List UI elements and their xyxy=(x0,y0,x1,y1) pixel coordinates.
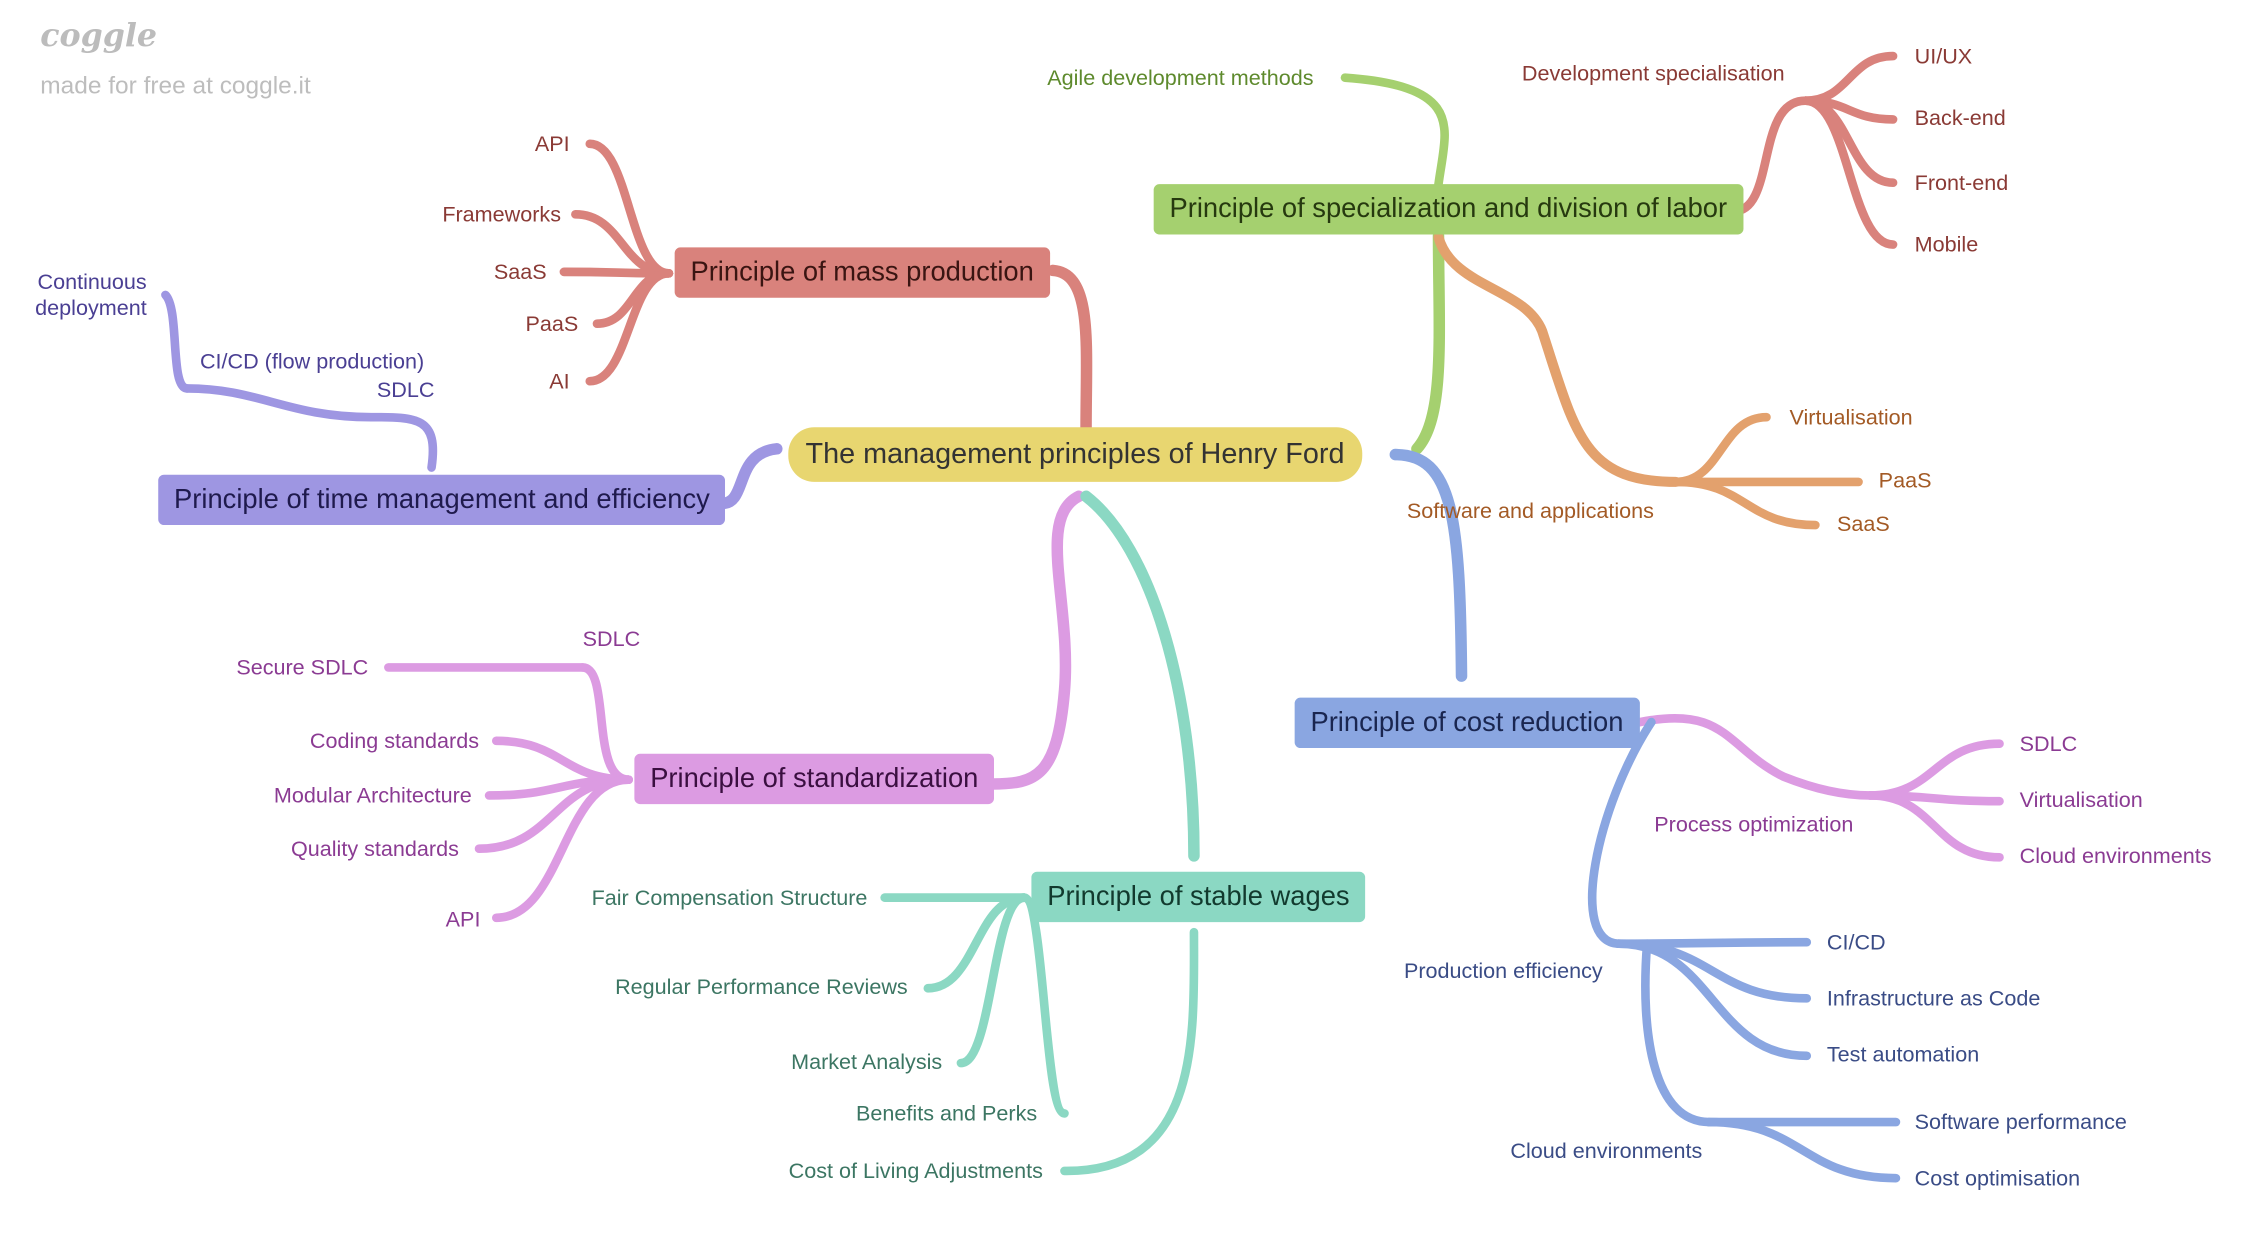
wages-performance-reviews[interactable]: Regular Performance Reviews xyxy=(615,975,908,1000)
wages-benefits-perks[interactable]: Benefits and Perks xyxy=(856,1101,1038,1127)
link-root-time xyxy=(716,443,783,510)
mass-item-saas[interactable]: SaaS xyxy=(493,260,547,285)
link-software xyxy=(1433,232,1681,487)
time-sdlc[interactable]: SDLC xyxy=(376,378,435,403)
std-modular-architecture[interactable]: Modular Architecture xyxy=(273,783,472,809)
cloud-cost-optimisation[interactable]: Cost optimisation xyxy=(1914,1166,2081,1192)
std-quality-standards[interactable]: Quality standards xyxy=(290,837,459,862)
link-std-3 xyxy=(491,775,633,923)
link-std-sdlc xyxy=(578,663,633,784)
tagline: made for free at coggle.it xyxy=(40,71,311,100)
production-iac[interactable]: Infrastructure as Code xyxy=(1826,986,2041,1012)
link-root-mass xyxy=(1047,264,1093,433)
software-saas[interactable]: SaaS xyxy=(1836,512,1890,537)
time-management-node[interactable]: Principle of time management and efficie… xyxy=(158,474,726,526)
link-production xyxy=(1588,717,1656,948)
mass-production-node[interactable]: Principle of mass production xyxy=(674,247,1050,298)
process-sdlc[interactable]: SDLC xyxy=(2019,732,2078,757)
software-virtualisation[interactable]: Virtualisation xyxy=(1789,405,1913,431)
cost-reduction-node[interactable]: Principle of cost reduction xyxy=(1294,697,1640,749)
wages-cost-of-living[interactable]: Cost of Living Adjustments xyxy=(788,1159,1043,1184)
specialization-node[interactable]: Principle of specialization and division… xyxy=(1153,184,1743,235)
link-dev-spec-item-0 xyxy=(1801,51,1898,106)
link-cloud xyxy=(1641,939,1714,1127)
dev-spec-label[interactable]: Development specialisation xyxy=(1521,61,1785,87)
wages-fair-compensation[interactable]: Fair Compensation Structure xyxy=(591,886,868,911)
link-root-wages xyxy=(1080,490,1200,862)
link-wages-1 xyxy=(956,893,1029,1068)
link-root-standardization xyxy=(986,490,1085,790)
production-test-automation[interactable]: Test automation xyxy=(1826,1042,1980,1068)
wages-market-analysis[interactable]: Market Analysis xyxy=(791,1050,943,1075)
process-optimization-label[interactable]: Process optimization xyxy=(1654,812,1854,838)
process-cloud[interactable]: Cloud environments xyxy=(2019,844,2212,869)
dev-spec-uiux[interactable]: UI/UX xyxy=(1914,44,1973,70)
time-continuous-deployment[interactable]: Continuous deployment xyxy=(35,270,147,322)
agile-label[interactable]: Agile development methods xyxy=(1047,66,1314,91)
software-label[interactable]: Software and applications xyxy=(1406,499,1654,524)
stable-wages-node[interactable]: Principle of stable wages xyxy=(1031,871,1366,923)
coggle-logo: coggle xyxy=(40,17,158,55)
cloud-software-performance[interactable]: Software performance xyxy=(1914,1110,2127,1135)
link-process-item-0 xyxy=(1865,739,2004,800)
std-api[interactable]: API xyxy=(445,907,481,933)
link-time-continuous xyxy=(161,290,192,393)
link-wages-2 xyxy=(1019,893,1069,1118)
standardization-node[interactable]: Principle of standardization xyxy=(634,753,995,805)
dev-spec-frontend[interactable]: Front-end xyxy=(1914,171,2009,196)
production-cicd[interactable]: CI/CD xyxy=(1826,930,1886,956)
link-process xyxy=(1635,713,1875,800)
link-mass-4 xyxy=(585,268,674,386)
root-node[interactable]: The management principles of Henry Ford xyxy=(788,427,1362,482)
link-agile xyxy=(1340,73,1449,189)
dev-spec-mobile[interactable]: Mobile xyxy=(1914,233,1979,258)
mass-item-ai[interactable]: AI xyxy=(549,369,570,395)
link-wages-0 xyxy=(923,893,1029,993)
std-secure-sdlc[interactable]: Secure SDLC xyxy=(236,655,369,681)
link-software-item-2 xyxy=(1671,477,1820,530)
std-sdlc[interactable]: SDLC xyxy=(582,627,641,652)
link-process-item-2 xyxy=(1865,791,2004,862)
process-virtualisation[interactable]: Virtualisation xyxy=(2019,788,2143,813)
time-continuous-line1: Continuous xyxy=(37,270,147,295)
time-continuous-line2: deployment xyxy=(35,296,147,321)
link-root-cost xyxy=(1389,448,1468,682)
cloud-environments-label[interactable]: Cloud environments xyxy=(1510,1139,1703,1164)
dev-spec-backend[interactable]: Back-end xyxy=(1914,106,2006,131)
link-wages-4 xyxy=(1060,927,1199,1176)
time-cicd[interactable]: CI/CD (flow production) xyxy=(199,349,425,375)
link-cloud-item-1 xyxy=(1704,1117,1901,1183)
mass-item-api[interactable]: API xyxy=(534,132,570,157)
link-software-item-0 xyxy=(1671,412,1771,487)
mass-item-frameworks[interactable]: Frameworks xyxy=(442,202,562,228)
link-root-specialization xyxy=(1411,230,1446,455)
link-dev-spec-item-3 xyxy=(1801,96,1898,249)
link-time-cicd xyxy=(182,384,438,472)
std-coding-standards[interactable]: Coding standards xyxy=(309,729,480,754)
production-efficiency-label[interactable]: Production efficiency xyxy=(1403,959,1603,984)
mass-item-paas[interactable]: PaaS xyxy=(525,312,579,337)
link-dev-spec xyxy=(1729,96,1810,216)
software-paas[interactable]: PaaS xyxy=(1878,468,1932,494)
